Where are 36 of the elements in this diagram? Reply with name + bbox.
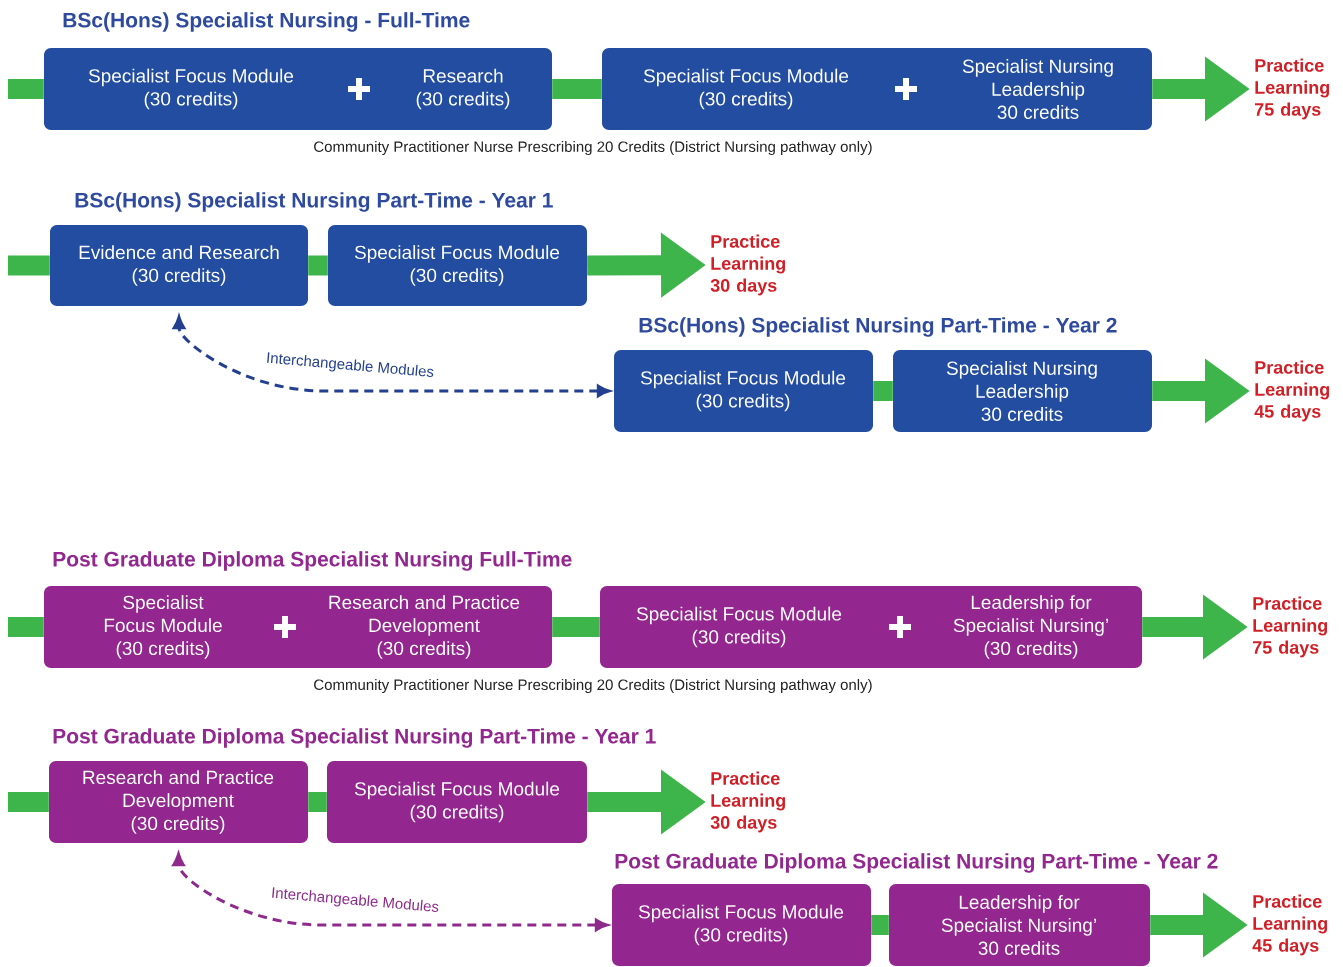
module-box: Specialist Focus Module (30 credits) Leadership for Specialist Nursing’ (30 credits) [600, 586, 1142, 668]
note-text: Community Practitioner Nurse Prescribing 20 Credits (District Nursing pathway only) [314, 679, 872, 693]
practice-text: Practice Learning 45 days [1254, 360, 1329, 422]
section-heading: BSc(Hons) Specialist Nursing Part-Time - Year 1 [75, 192, 553, 212]
practice-text: Practice Learning 30 days [710, 234, 785, 296]
practice-text: Practice Learning 75 days [1255, 58, 1329, 120]
section-heading: Post Graduate Diploma Specialist Nursing Part-Time - Year 2 [615, 853, 1218, 873]
connector-band [308, 255, 328, 276]
section-heading: Post Graduate Diploma Specialist Nursing Part-Time - Year 1 [53, 728, 656, 748]
connector-band [552, 79, 602, 99]
connector-band [552, 617, 600, 637]
connector-band [873, 381, 893, 401]
module-box: Specialist Nursing Leadership 30 credits [893, 350, 1152, 432]
module-box: Specialist Focus Module (30 credits) [328, 225, 587, 306]
section-heading: Post Graduate Diploma Specialist Nursing Full-Time [53, 551, 572, 571]
module-box: Research and Practice Development (30 credits) [49, 761, 308, 843]
connector-band [8, 255, 50, 276]
module-box: Specialist Focus Module (30 credits) [614, 350, 873, 432]
connector-band [8, 792, 49, 812]
practice-text: Practice Learning 75 days [1253, 596, 1327, 658]
section-heading: BSc(Hons) Specialist Nursing Part-Time - Year 2 [639, 317, 1117, 337]
note-text: Community Practitioner Nurse Prescribing 20 Credits (District Nursing pathway only) [314, 141, 872, 155]
connector-band [8, 617, 44, 637]
connector-band [308, 792, 327, 812]
practice-text: Practice Learning 45 days [1252, 894, 1327, 956]
connector-band [8, 79, 44, 99]
edge-label: Interchangeable Modules [264, 350, 436, 382]
module-box: Specialist Focus Module (30 credits) Research and Practice Development (30 credits) [44, 586, 552, 668]
practice-text: Practice Learning 30 days [710, 771, 785, 833]
module-box: Specialist Focus Module (30 credits) [327, 761, 587, 843]
module-box: Specialist Focus Module (30 credits) Research (30 credits) [44, 48, 552, 130]
module-box: Leadership for Specialist Nursing’ 30 credits [889, 884, 1150, 966]
module-box: Specialist Focus Module (30 credits) [612, 884, 871, 966]
connector-band [871, 915, 889, 935]
module-box: Specialist Focus Module (30 credits) Specialist Nursing Leadership 30 credits [602, 48, 1152, 130]
module-box: Evidence and Research (30 credits) [50, 225, 308, 306]
